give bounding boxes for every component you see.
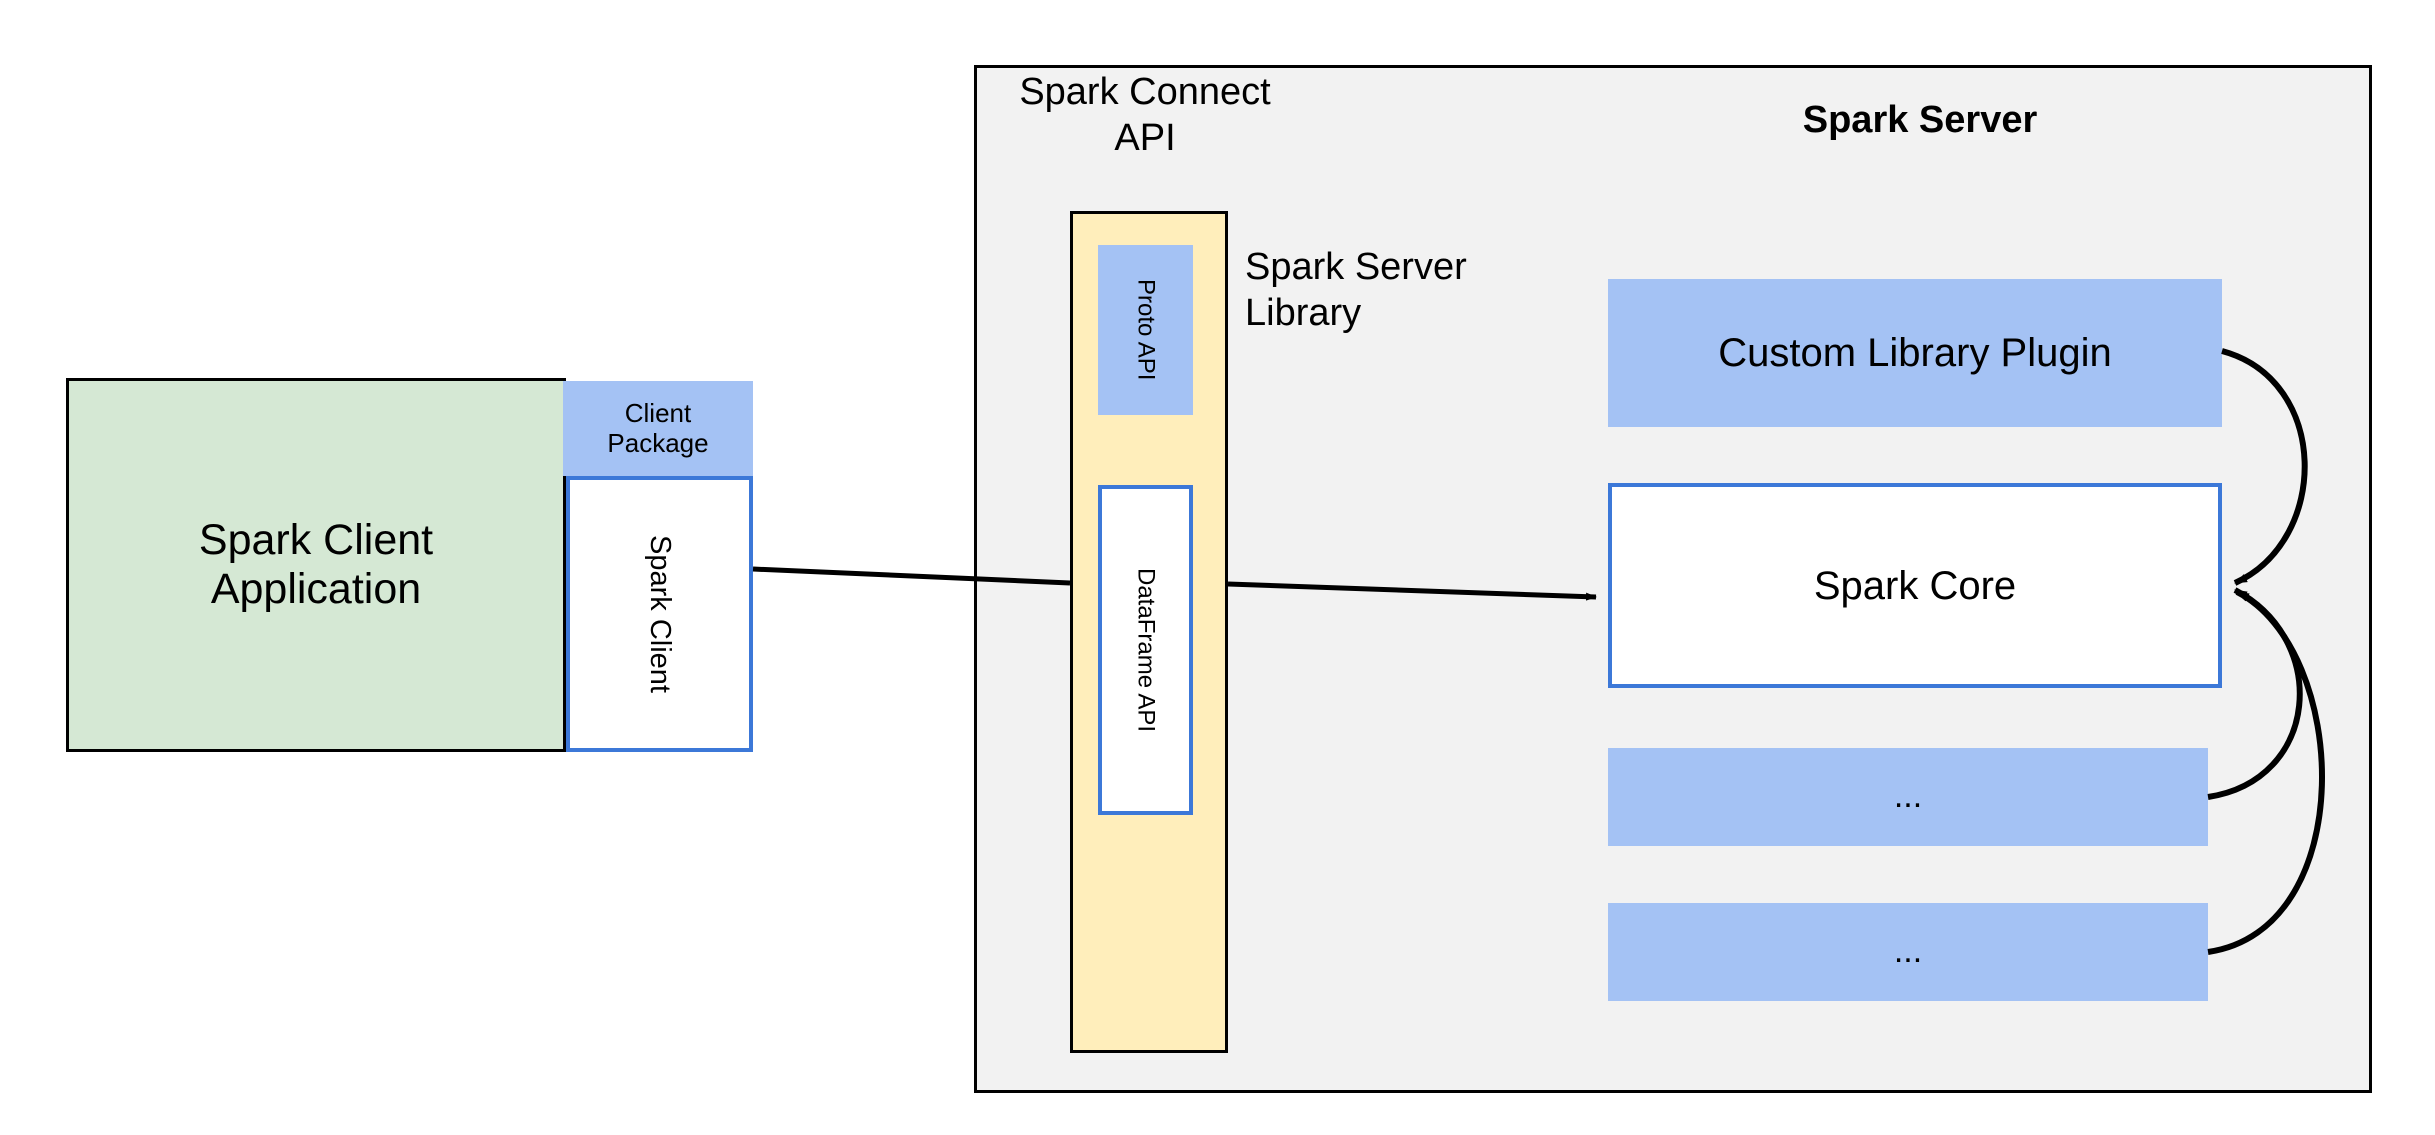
spark-client-box: Spark Client — [566, 476, 753, 752]
ellipsis-label-2: ... — [1893, 932, 1923, 971]
custom-library-plugin-box: Custom Library Plugin — [1608, 279, 2222, 427]
proto-api-box: Proto API — [1098, 245, 1193, 415]
dataframe-api-box: DataFrame API — [1098, 485, 1193, 815]
custom-library-plugin-label: Custom Library Plugin — [1718, 331, 2112, 375]
spark-server-library-label: Spark Server Library — [1245, 246, 1467, 334]
spark-server-title: Spark Server — [1802, 99, 2038, 141]
spark-connect-api-label: Spark Connect API — [1019, 71, 1271, 159]
spark-client-application-box: Spark Client Application — [66, 378, 566, 752]
client-package-box: Client Package — [563, 381, 753, 476]
proto-api-label: Proto API — [1132, 279, 1160, 381]
ellipsis-label-1: ... — [1893, 777, 1923, 816]
client-package-label: Client Package — [607, 397, 709, 458]
spark-client-label: Spark Client — [644, 535, 677, 693]
spark-client-application-label: Spark Client Application — [198, 515, 434, 613]
server-component-ellipsis-1: ... — [1608, 748, 2208, 846]
spark-core-box: Spark Core — [1608, 483, 2222, 688]
server-component-ellipsis-2: ... — [1608, 903, 2208, 1001]
spark-core-label: Spark Core — [1813, 563, 2017, 608]
dataframe-api-label: DataFrame API — [1132, 567, 1160, 733]
